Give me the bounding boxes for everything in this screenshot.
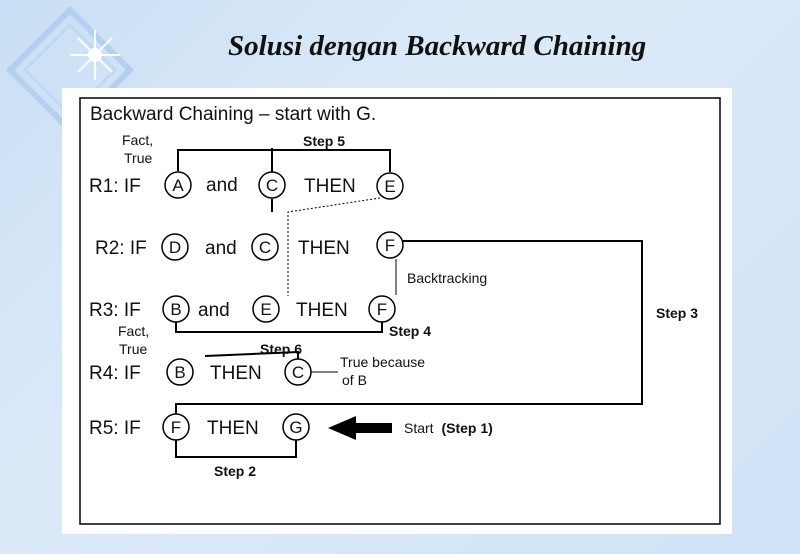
step2-connector — [176, 440, 296, 457]
r4-then: THEN — [210, 363, 262, 384]
step5-label: Step 5 — [303, 133, 345, 149]
r3-and: and — [198, 300, 230, 321]
step4-label: Step 4 — [389, 323, 431, 339]
step3-label: Step 3 — [656, 305, 698, 321]
r3-node-e-label: E — [260, 300, 271, 319]
r2-label: R2: IF — [95, 238, 147, 259]
r3-node-f-label: F — [377, 300, 387, 319]
r3-node-b-label: B — [170, 300, 181, 319]
true-because-label-b: of B — [342, 372, 367, 388]
r5-node-f-label: F — [171, 418, 181, 437]
r1-label: R1: IF — [89, 176, 141, 197]
fact-true-label-2a: Fact, — [118, 323, 149, 339]
r2-then: THEN — [298, 238, 350, 259]
r5-label: R5: IF — [89, 418, 141, 439]
diagram-panel: Backward Chaining – start with G. Fact, … — [62, 88, 732, 534]
step1-label: (Step 1) — [441, 420, 492, 436]
step6-label: Step 6 — [260, 341, 302, 357]
svg-text:Start (Step 1): Start (Step 1) — [404, 420, 493, 436]
slide-title: Solusi dengan Backward Chaining — [228, 30, 646, 63]
r2-and: and — [205, 238, 237, 259]
r4-node-b-label: B — [174, 363, 185, 382]
fact-true-label-1a: Fact, — [122, 132, 153, 148]
backward-chaining-diagram: Backward Chaining – start with G. Fact, … — [62, 88, 732, 534]
r2-node-d-label: D — [169, 238, 181, 257]
r1-then: THEN — [304, 176, 356, 197]
step5-connector — [178, 150, 390, 172]
r1-node-a-label: A — [172, 176, 184, 195]
start-arrow-icon — [328, 416, 392, 440]
r1-and: and — [206, 175, 238, 196]
backtracking-label: Backtracking — [407, 270, 487, 286]
fact-true-label-1b: True — [124, 150, 152, 166]
r2-node-f-label: F — [385, 236, 395, 255]
r4-node-c-label: C — [292, 363, 304, 382]
r1-node-c-label: C — [266, 176, 278, 195]
true-because-label-a: True because — [340, 354, 425, 370]
step2-label: Step 2 — [214, 463, 256, 479]
r3-then: THEN — [296, 300, 348, 321]
r4-label: R4: IF — [89, 363, 141, 384]
r1-node-e-label: E — [384, 177, 395, 196]
r3-label: R3: IF — [89, 300, 141, 321]
step4-connector — [176, 322, 382, 332]
fact-true-label-2b: True — [119, 341, 147, 357]
r5-then: THEN — [207, 418, 259, 439]
start-label: Start — [404, 420, 434, 436]
diagram-heading: Backward Chaining – start with G. — [90, 104, 376, 125]
r5-node-g-label: G — [289, 418, 302, 437]
r2-node-c-label: C — [259, 238, 271, 257]
